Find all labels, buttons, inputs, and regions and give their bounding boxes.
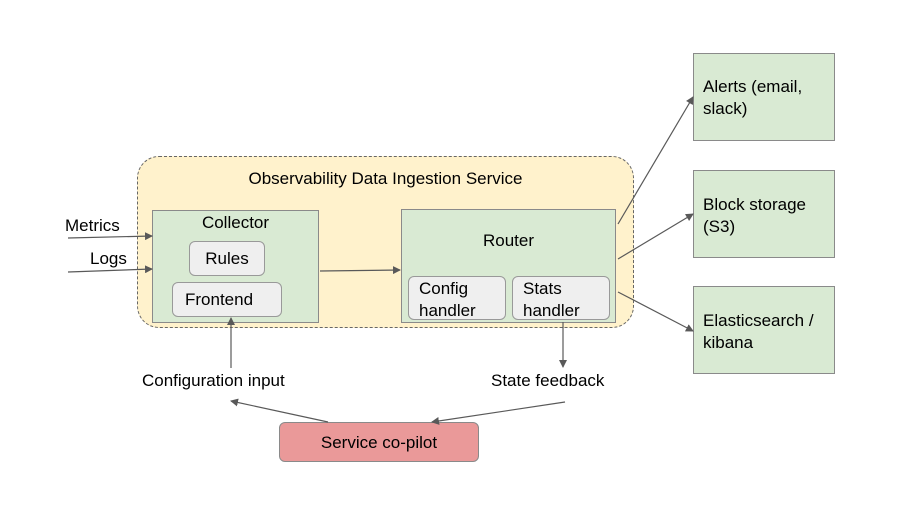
alerts-box: Alerts (email, slack) [693, 53, 835, 141]
service-copilot-box: Service co-pilot [279, 422, 479, 462]
logs-arrow [67, 265, 153, 274]
collector-title: Collector [201, 213, 270, 232]
metrics-label: Metrics [65, 216, 120, 235]
service-title: Observability Data Ingestion Service [248, 169, 523, 188]
rules-box: Rules [189, 241, 265, 276]
alerts-label: Alerts (email, slack) [703, 77, 803, 118]
router-title: Router [482, 231, 535, 250]
router-to-alerts-arrow [617, 96, 694, 225]
service-copilot-label: Service co-pilot [320, 433, 438, 452]
state-feedback-label: State feedback [491, 371, 605, 390]
config-handler-label: Config handler [419, 279, 476, 320]
block-storage-box: Block storage (S3) [693, 170, 835, 258]
configuration-input-label: Configuration input [142, 371, 285, 390]
copilot-to-config-arrow [230, 398, 329, 423]
metrics-arrow [67, 232, 153, 241]
router-to-storage-arrow [617, 213, 694, 260]
frontend-label: Frontend [185, 290, 254, 309]
router-to-elasticsearch-arrow [617, 291, 694, 332]
rules-label: Rules [205, 249, 249, 268]
stats-handler-label: Stats handler [523, 279, 580, 320]
elasticsearch-box: Elasticsearch / kibana [693, 286, 835, 374]
collector-to-router-arrow [319, 266, 401, 275]
logs-label: Logs [90, 249, 127, 268]
feedback-to-copilot-arrow [431, 401, 566, 425]
elasticsearch-label: Elasticsearch / kibana [703, 311, 814, 352]
stats-handler-box: Stats handler [512, 276, 610, 320]
config-handler-box: Config handler [408, 276, 506, 320]
frontend-box: Frontend [172, 282, 282, 317]
block-storage-label: Block storage (S3) [703, 195, 806, 236]
